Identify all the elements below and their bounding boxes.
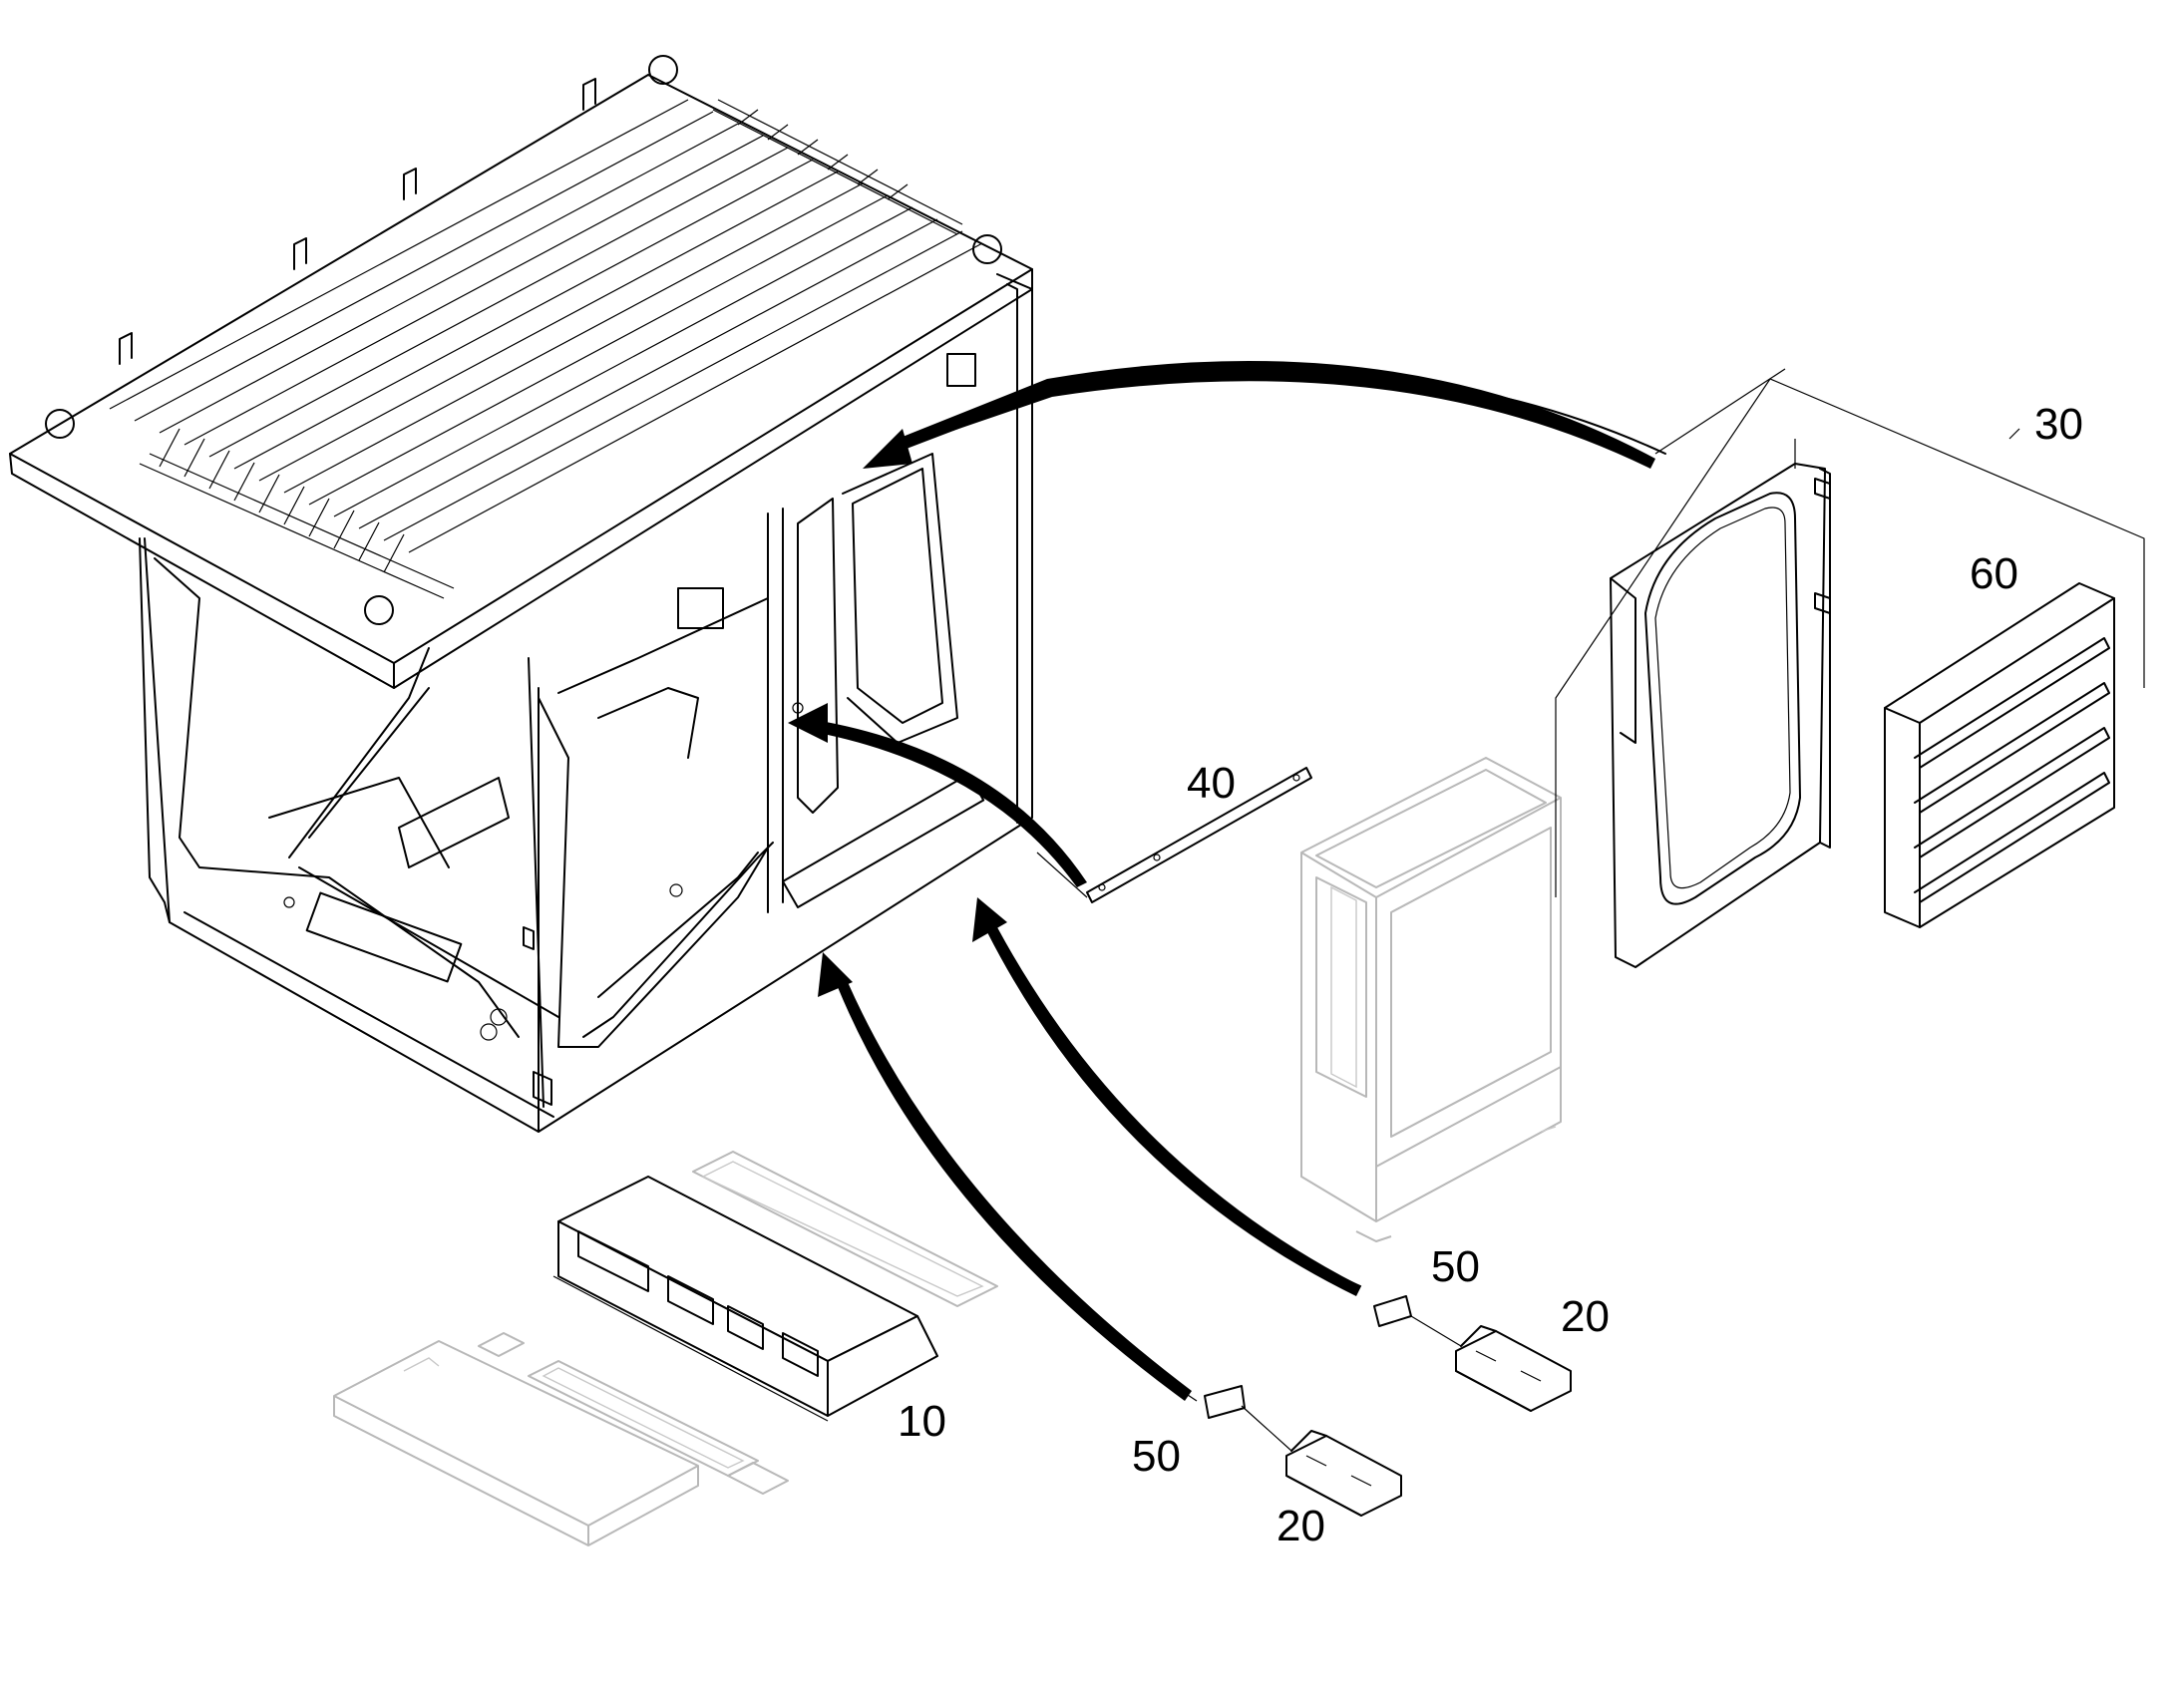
arrow-head-upper-bracket <box>972 897 1007 942</box>
cab-frame <box>139 273 1033 1133</box>
callout-50-lower: 50 <box>1132 1432 1181 1481</box>
assembly-arrows <box>788 361 1666 1401</box>
callout-10: 10 <box>898 1397 946 1446</box>
callout-50-upper: 50 <box>1431 1242 1480 1291</box>
part-60-louver <box>1884 582 2115 928</box>
callout-20-lower: 20 <box>1276 1502 1325 1550</box>
callout-30: 30 <box>2034 400 2083 449</box>
part-20-bracket-lower <box>1285 1430 1402 1517</box>
arrow-head-door <box>863 429 912 469</box>
leader-lines <box>1036 368 2145 1452</box>
callout-40: 40 <box>1187 759 1236 808</box>
part-10-housing <box>552 1176 938 1422</box>
arrow-head-strip <box>788 703 828 743</box>
arrow-head-lower-bracket <box>818 952 853 997</box>
part-30-door <box>1610 463 1831 968</box>
part-50-plate-upper <box>1373 1295 1412 1327</box>
ghosted-cabinet <box>1300 757 1562 1242</box>
ghosted-floor-parts <box>333 1151 998 1546</box>
part-50-plate-lower <box>1204 1385 1246 1419</box>
callout-60: 60 <box>1970 549 2018 598</box>
cab-roof-guard <box>9 55 1033 689</box>
callout-labels: 30 60 40 50 20 10 50 20 <box>898 400 2083 1550</box>
part-40-strip <box>1086 767 1312 903</box>
callout-20-upper: 20 <box>1561 1292 1610 1341</box>
part-20-bracket-upper <box>1455 1325 1572 1412</box>
